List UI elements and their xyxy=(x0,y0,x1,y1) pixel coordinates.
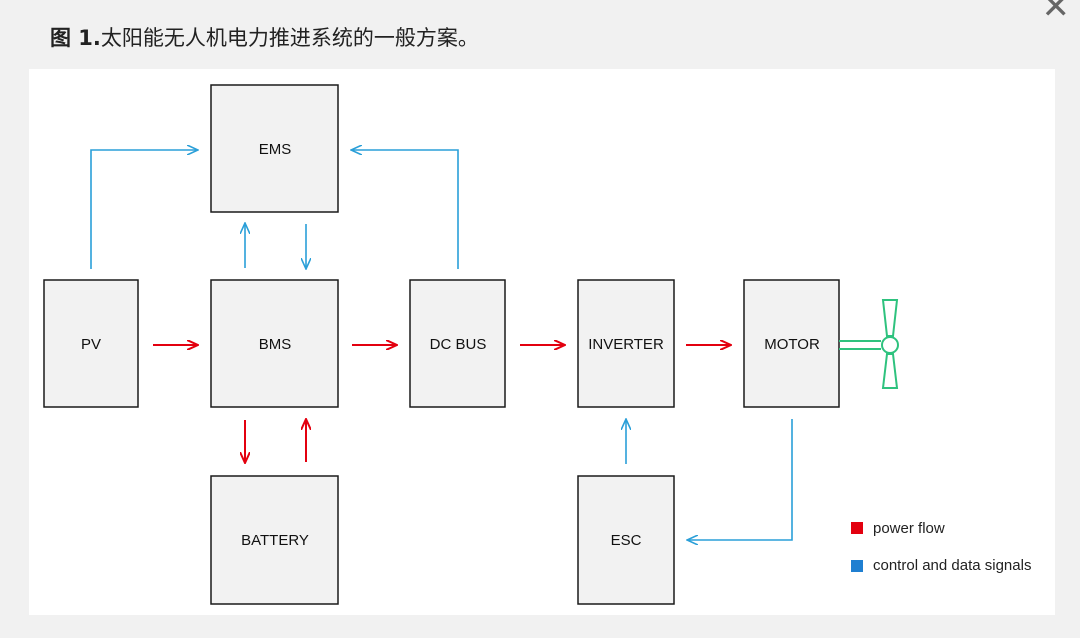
dcbus-block: DC BUS xyxy=(409,279,506,408)
close-icon[interactable]: ✕ xyxy=(1041,0,1071,27)
ems-block: EMS xyxy=(210,84,339,213)
diagram-canvas: EMS PV BMS DC BUS INVERTER MOTOR BATTERY… xyxy=(43,84,1031,605)
esc-block: ESC xyxy=(577,475,675,605)
diagram-panel: EMS PV BMS DC BUS INVERTER MOTOR BATTERY… xyxy=(29,69,1055,615)
motor-label: MOTOR xyxy=(764,336,820,353)
battery-label: BATTERY xyxy=(241,532,309,549)
legend-control-swatch xyxy=(851,560,863,572)
legend-control-label: control and data signals xyxy=(873,557,1031,574)
propeller-icon xyxy=(839,299,899,389)
signal-arrow-motor-esc xyxy=(688,419,793,540)
figure-caption-text: 太阳能无人机电力推进系统的一般方案。 xyxy=(100,26,479,50)
motor-block: MOTOR xyxy=(743,279,840,408)
signal-arrow-pv-ems xyxy=(90,150,197,269)
pv-label: PV xyxy=(81,336,101,353)
esc-label: ESC xyxy=(611,532,642,549)
legend: power flow control and data signals xyxy=(851,520,1031,574)
inverter-block: INVERTER xyxy=(577,279,675,408)
pv-block: PV xyxy=(43,279,139,408)
figure-label: 图 1. xyxy=(50,26,101,50)
figure-caption: 图 1.太阳能无人机电力推进系统的一般方案。 xyxy=(50,22,479,52)
battery-block: BATTERY xyxy=(210,475,339,605)
inverter-label: INVERTER xyxy=(588,336,664,353)
legend-power-label: power flow xyxy=(873,520,945,537)
dcbus-label: DC BUS xyxy=(430,336,487,353)
signal-arrow-dcbus-ems xyxy=(352,150,459,269)
bms-label: BMS xyxy=(259,336,292,353)
bms-block: BMS xyxy=(210,279,339,408)
ems-label: EMS xyxy=(259,141,292,158)
legend-power-swatch xyxy=(851,522,863,534)
